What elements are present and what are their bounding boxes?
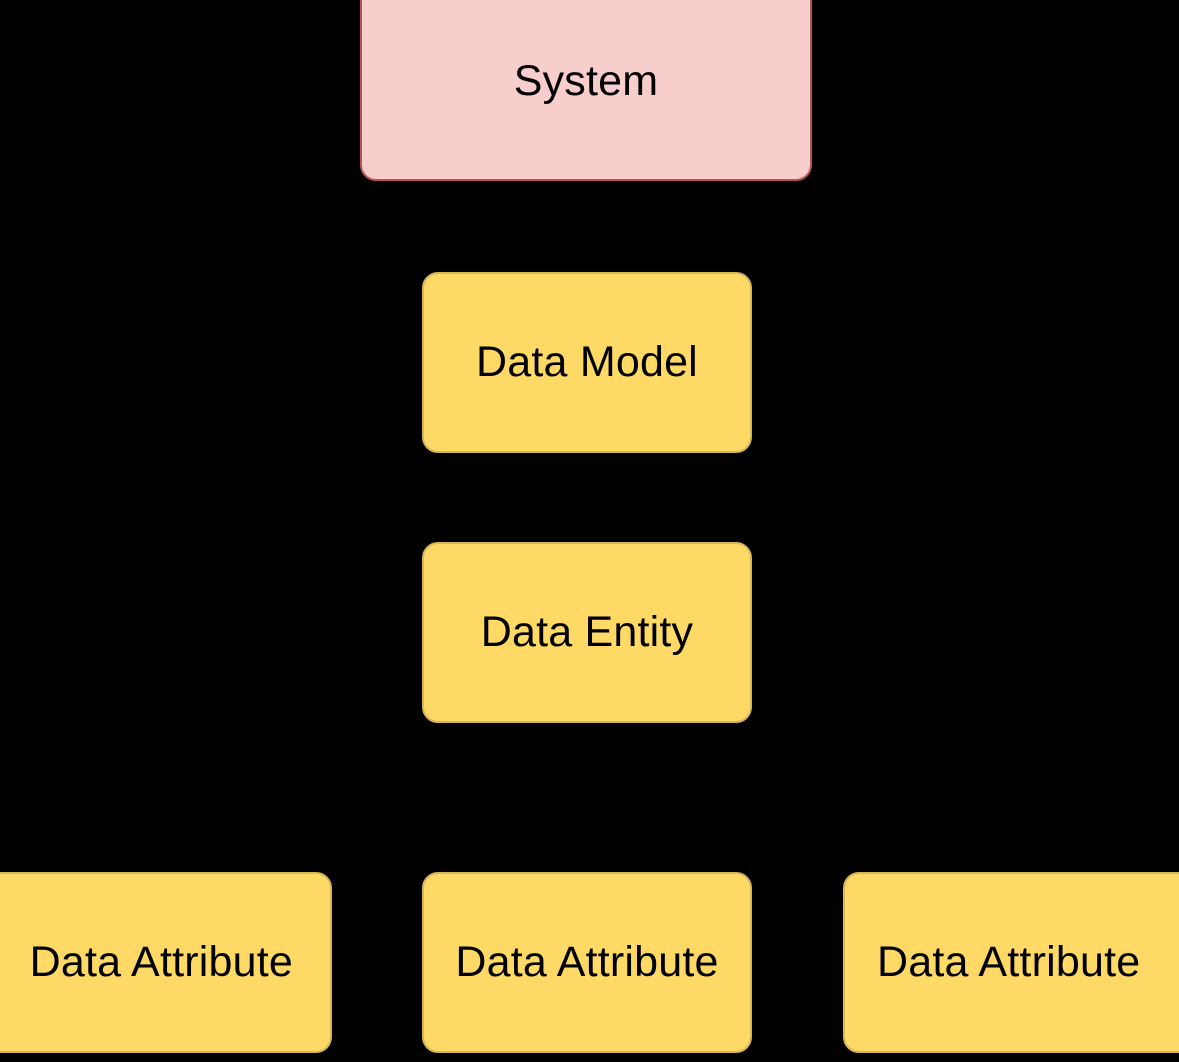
node-data-attribute-3-label: Data Attribute [877,937,1141,986]
node-data-attribute-1-label: Data Attribute [29,937,293,986]
node-data-entity-label: Data Entity [480,607,694,656]
node-data-attribute-2[interactable]: Data Attribute [422,872,752,1053]
edge-data-entity-to-data-attribute-1 [164,723,588,872]
edge-data-entity-to-data-attribute-3 [584,723,1010,872]
node-data-attribute-2-label: Data Attribute [455,937,719,986]
node-data-entity[interactable]: Data Entity [422,542,752,723]
node-system-label: System [513,56,659,105]
node-system[interactable]: System [360,0,812,181]
node-data-attribute-3[interactable]: Data Attribute [843,872,1179,1053]
node-data-attribute-1[interactable]: Data Attribute [0,872,332,1053]
node-data-model-label: Data Model [476,337,698,386]
node-data-model[interactable]: Data Model [422,272,752,453]
